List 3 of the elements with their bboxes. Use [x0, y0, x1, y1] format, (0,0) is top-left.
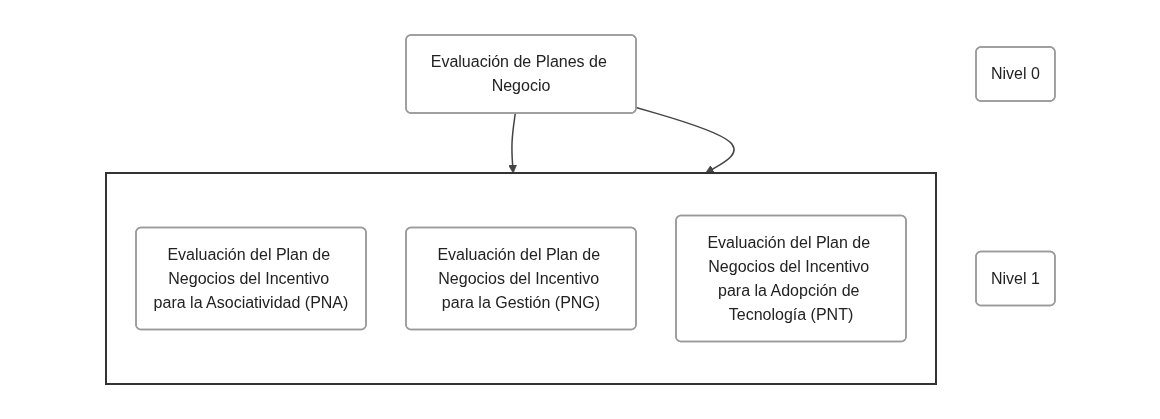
arrow: [507, 112, 517, 174]
arrow: [634, 106, 735, 174]
cluster: [104, 172, 937, 385]
